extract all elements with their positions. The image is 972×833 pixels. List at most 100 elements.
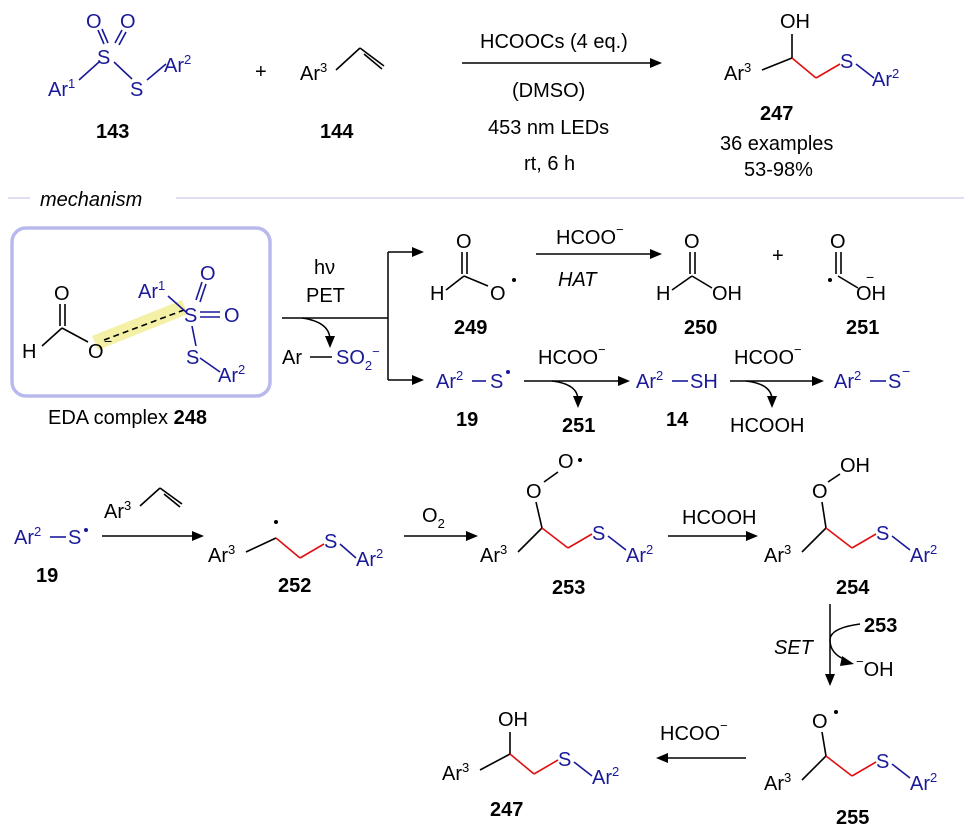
svg-text:O: O xyxy=(490,283,506,305)
svg-text:Ar2: Ar2 xyxy=(356,546,383,571)
arrow-alkene-addition: Ar3 xyxy=(102,487,204,541)
svg-text:S: S xyxy=(888,371,901,393)
compound-144-label: 144 xyxy=(320,121,354,143)
pet-branch-arrow: hν PET Ar SO2− xyxy=(282,247,424,385)
svg-text:O: O xyxy=(830,231,846,253)
svg-text:O: O xyxy=(200,263,216,285)
light-source: 453 nm LEDs xyxy=(488,117,609,139)
compound-19-thiyl: Ar2 S 19 xyxy=(436,368,510,431)
svg-text:Ar3: Ar3 xyxy=(764,770,791,795)
yield-range: 53-98% xyxy=(744,159,813,181)
hcoo-reagent-1: HCOO− xyxy=(556,222,624,249)
svg-text:Ar: Ar xyxy=(282,347,302,369)
compound-250-label: 250 xyxy=(684,317,717,339)
product-247-bottom: OH Ar3 S Ar2 247 xyxy=(442,709,619,821)
arrow-to-14: HCOO− 251 xyxy=(524,342,630,437)
svg-text:Ar2: Ar2 xyxy=(626,542,653,567)
svg-text:O: O xyxy=(456,231,472,253)
plus-sign: + xyxy=(255,61,267,83)
eda-complex-248: O H O − Ar1 S O O S Ar2 xyxy=(10,226,272,398)
svg-text:S: S xyxy=(840,51,853,73)
plus-sign-2: + xyxy=(772,245,784,267)
svg-text:SO2−: SO2− xyxy=(336,344,380,373)
compound-14-label: 14 xyxy=(666,409,689,431)
top-reaction-arrow: HCOOCs (4 eq.) (DMSO) 453 nm LEDs rt, 6 … xyxy=(462,31,662,175)
compound-251: O OH − 251 xyxy=(828,231,886,339)
arrow-o2: O2 xyxy=(404,505,478,541)
compound-247-label-top: 247 xyxy=(760,103,793,125)
hcooh-byproduct-1: HCOOH xyxy=(730,415,804,437)
o2-reagent: O2 xyxy=(422,505,445,531)
set-label: SET xyxy=(774,637,815,659)
svg-text:Ar2: Ar2 xyxy=(910,542,937,567)
hv-label: hν xyxy=(314,257,335,279)
hat-label: HAT xyxy=(558,269,598,291)
svg-text:Ar3: Ar3 xyxy=(104,498,131,523)
svg-text:Ar3: Ar3 xyxy=(480,542,507,567)
eda-complex-label: EDA complex 248 xyxy=(48,407,207,429)
compound-144: Ar3 144 xyxy=(300,47,385,143)
svg-text:S: S xyxy=(592,523,605,545)
svg-text:OH: OH xyxy=(712,283,742,305)
svg-text:S: S xyxy=(876,523,889,545)
svg-text:Ar3: Ar3 xyxy=(764,542,791,567)
svg-text:H: H xyxy=(22,341,36,363)
svg-text:Ar3: Ar3 xyxy=(208,542,235,567)
svg-text:O: O xyxy=(86,11,102,33)
svg-text:S: S xyxy=(130,79,143,101)
compound-252-label: 252 xyxy=(278,575,311,597)
svg-text:Ar3: Ar3 xyxy=(300,60,327,85)
arrow-to-thiolate: HCOO− HCOOH xyxy=(730,342,824,437)
svg-text:Ar1: Ar1 xyxy=(138,278,165,303)
svg-text:OH: OH xyxy=(498,709,528,731)
compound-250: O H OH 250 xyxy=(656,231,742,339)
svg-text:−: − xyxy=(902,363,910,379)
product-247-top: OH Ar3 S Ar2 247 36 examples 53-98% xyxy=(720,11,899,181)
hydroxide-leaving: −OH xyxy=(856,654,894,681)
compound-19-label-row3: 19 xyxy=(36,565,58,587)
svg-text:Ar2: Ar2 xyxy=(164,52,191,77)
svg-text:O: O xyxy=(684,231,700,253)
svg-text:Ar2: Ar2 xyxy=(14,524,41,549)
svg-text:Ar1: Ar1 xyxy=(48,76,75,101)
svg-text:O: O xyxy=(54,283,70,305)
compound-249: O H O 249 xyxy=(430,231,516,339)
hcoo-reagent-2: HCOO− xyxy=(538,342,606,369)
svg-text:O: O xyxy=(812,711,828,733)
svg-text:−: − xyxy=(104,333,112,349)
arrow-final: HCOO− xyxy=(656,718,746,763)
set-arrow: SET 253 −OH xyxy=(774,604,897,686)
svg-text:H: H xyxy=(430,283,444,305)
svg-text:O: O xyxy=(558,451,574,473)
svg-text:S: S xyxy=(97,47,110,69)
reagent-hcoocs: HCOOCs (4 eq.) xyxy=(480,31,628,53)
svg-text:Ar2: Ar2 xyxy=(436,368,463,393)
svg-text:OH: OH xyxy=(780,11,810,33)
compound-247-label-bottom: 247 xyxy=(490,799,523,821)
compound-254-label: 254 xyxy=(836,577,870,599)
svg-text:O: O xyxy=(224,305,240,327)
svg-text:O: O xyxy=(812,481,828,503)
svg-text:S: S xyxy=(876,751,889,773)
compound-253-label: 253 xyxy=(552,577,585,599)
pet-label: PET xyxy=(306,285,345,307)
hcoo-reagent-4: HCOO− xyxy=(660,718,728,745)
compound-253: O O Ar3 S Ar2 253 xyxy=(480,451,653,599)
svg-text:S: S xyxy=(184,305,197,327)
svg-text:O: O xyxy=(526,481,542,503)
mechanism-divider: mechanism xyxy=(8,189,964,211)
compound-251-byproduct: 251 xyxy=(562,415,595,437)
svg-text:O: O xyxy=(88,341,104,363)
svg-text:S: S xyxy=(68,527,81,549)
hat-arrow: HCOO− HAT xyxy=(536,222,662,291)
compound-253-reagent: 253 xyxy=(864,615,897,637)
svg-text:O: O xyxy=(120,11,136,33)
svg-text:S: S xyxy=(490,371,503,393)
compound-19-row3: Ar2 S 19 xyxy=(14,524,88,587)
svg-text:Ar3: Ar3 xyxy=(442,760,469,785)
hcooh-reagent: HCOOH xyxy=(682,507,756,529)
compound-143-label: 143 xyxy=(96,121,129,143)
svg-text:OH: OH xyxy=(840,455,870,477)
conditions: rt, 6 h xyxy=(524,153,575,175)
